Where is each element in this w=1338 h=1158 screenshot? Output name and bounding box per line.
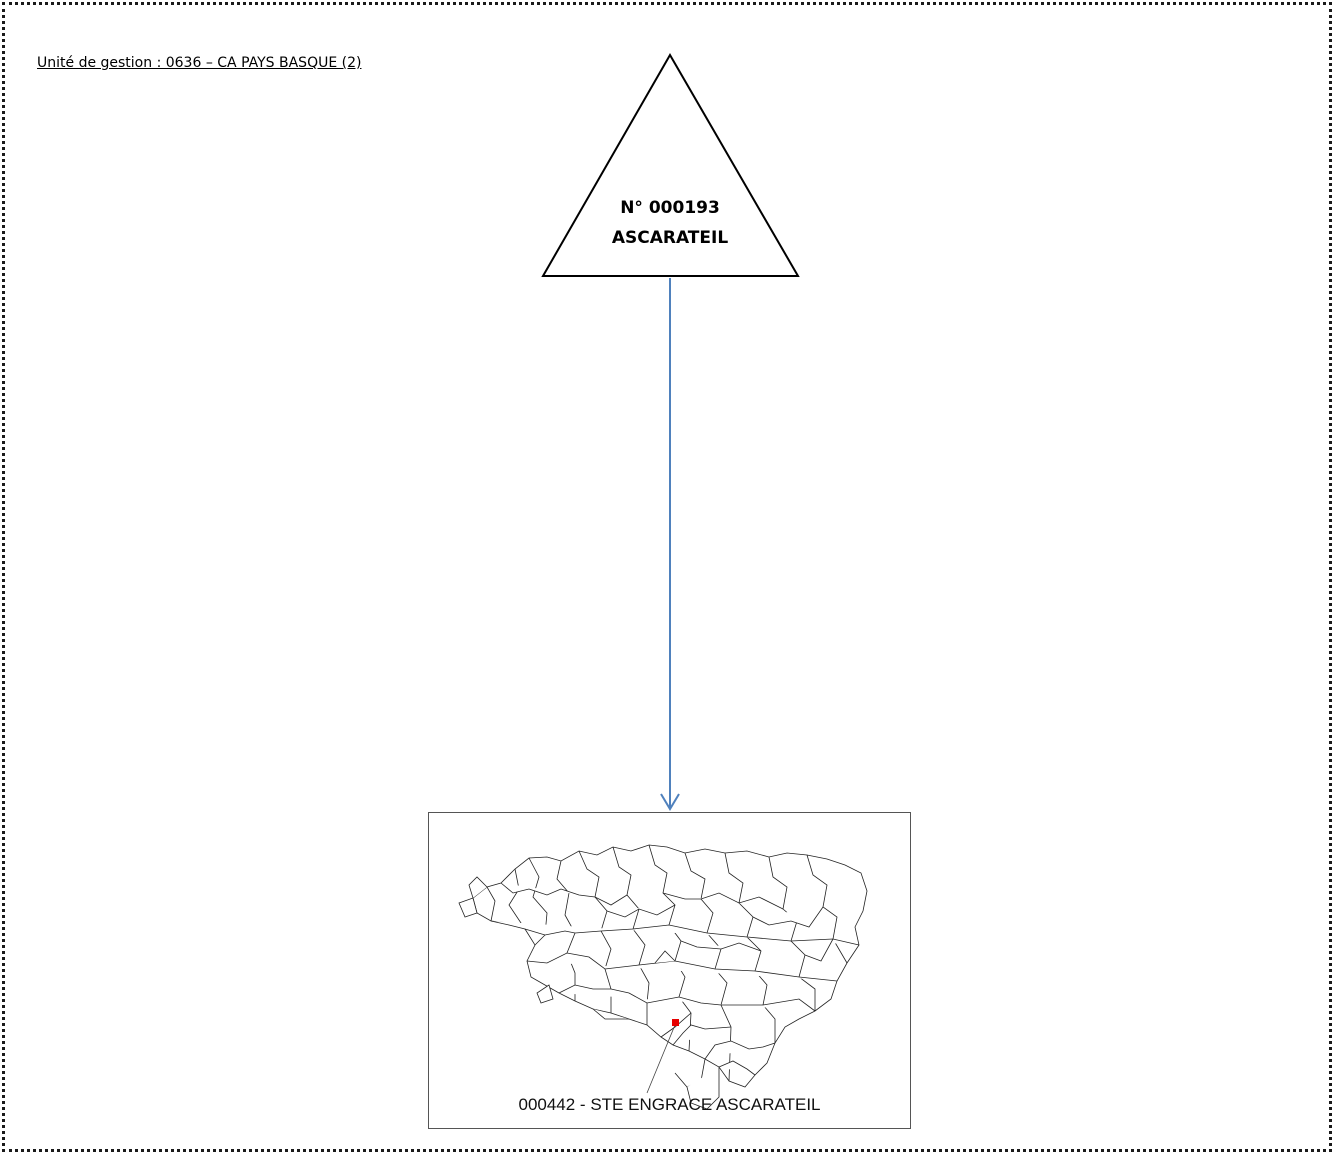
source-node-label: N° 000193 ASCARATEIL: [570, 193, 770, 253]
target-map-box: 000442 - STE ENGRACE ASCARATEIL: [428, 812, 911, 1129]
marker-leader-line: [646, 1024, 676, 1094]
source-node-name: ASCARATEIL: [611, 228, 729, 248]
commune-location-marker: [672, 1019, 679, 1026]
source-triangle: [541, 52, 800, 277]
connector-arrowhead: [660, 793, 680, 811]
management-unit-title: Unité de gestion : 0636 – CA PAYS BASQUE…: [37, 55, 362, 71]
target-node-caption: 000442 - STE ENGRACE ASCARATEIL: [518, 1095, 821, 1114]
source-node-number: N° 000193: [620, 198, 720, 218]
commune-map: [458, 844, 868, 1110]
commune-boundaries: [458, 844, 868, 1110]
